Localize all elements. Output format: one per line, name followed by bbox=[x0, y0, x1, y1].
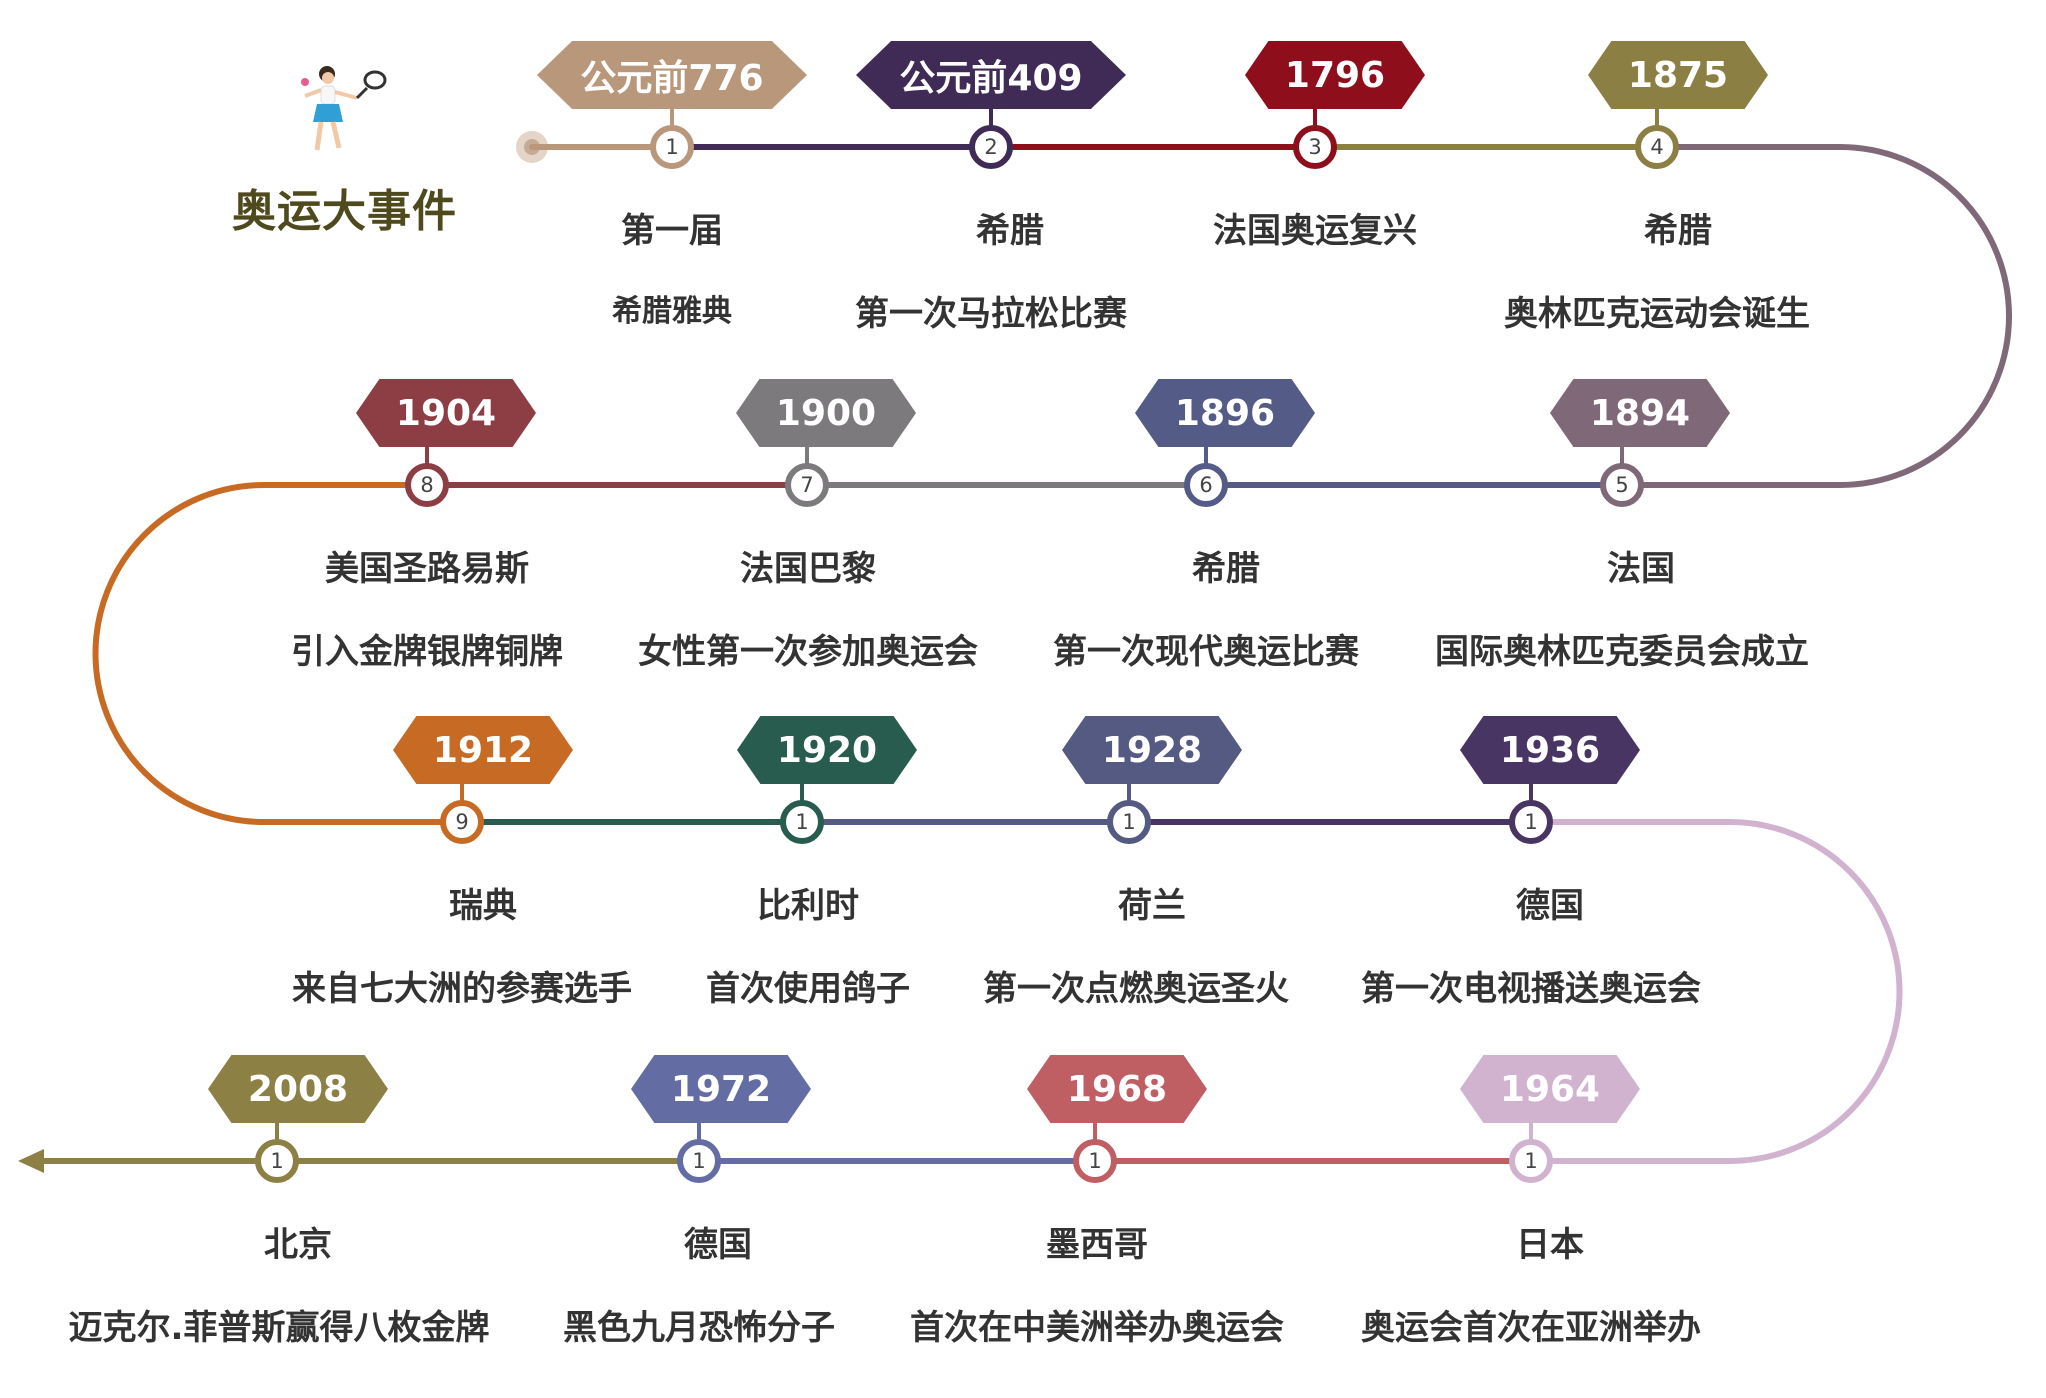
diagram-title: 奥运大事件 bbox=[232, 186, 457, 237]
timeline-node: 6 bbox=[1184, 463, 1228, 507]
timeline-node: 1 bbox=[255, 1139, 299, 1183]
event-location: 希腊 bbox=[1644, 211, 1712, 251]
event-location: 法国巴黎 bbox=[740, 549, 876, 589]
year-tag: 1904 bbox=[356, 379, 536, 447]
node-index: 2 bbox=[984, 135, 998, 159]
event-description: 第一次电视播送奥运会 bbox=[1361, 969, 1701, 1009]
event-location: 第一届 bbox=[621, 211, 723, 251]
year-tag: 1894 bbox=[1550, 379, 1730, 447]
year-tag: 1928 bbox=[1062, 716, 1242, 784]
event-location: 法国奥运复兴 bbox=[1213, 211, 1417, 251]
event-description: 引入金牌银牌铜牌 bbox=[291, 632, 563, 672]
node-index: 5 bbox=[1615, 473, 1629, 497]
event-description: 首次在中美洲举办奥运会 bbox=[910, 1308, 1284, 1348]
node-index: 3 bbox=[1308, 135, 1322, 159]
event-description: 第一次点燃奥运圣火 bbox=[983, 969, 1289, 1009]
event-description: 希腊雅典 bbox=[612, 294, 732, 329]
year-tag: 2008 bbox=[208, 1055, 388, 1123]
timeline-node: 1 bbox=[1509, 1139, 1553, 1183]
node-index: 1 bbox=[665, 135, 679, 159]
event-location: 希腊 bbox=[976, 211, 1044, 251]
node-index: 7 bbox=[800, 473, 814, 497]
event-location: 希腊 bbox=[1192, 549, 1260, 589]
event-description: 第一次马拉松比赛 bbox=[855, 294, 1127, 334]
event-location: 北京 bbox=[264, 1225, 332, 1265]
node-index: 4 bbox=[1650, 135, 1664, 159]
timeline-node: 1 bbox=[1073, 1139, 1117, 1183]
timeline-segment bbox=[1619, 144, 2012, 488]
year-tag: 1936 bbox=[1460, 716, 1640, 784]
event-description: 奥运会首次在亚洲举办 bbox=[1361, 1308, 1701, 1348]
node-index: 1 bbox=[1524, 1149, 1538, 1173]
event-description: 国际奥林匹克委员会成立 bbox=[1435, 632, 1809, 672]
node-index: 1 bbox=[270, 1149, 284, 1173]
event-description: 女性第一次参加奥运会 bbox=[638, 632, 978, 672]
node-index: 1 bbox=[692, 1149, 706, 1173]
event-description: 黑色九月恐怖分子 bbox=[563, 1308, 835, 1348]
year-tag: 1920 bbox=[737, 716, 917, 784]
node-index: 8 bbox=[420, 473, 434, 497]
event-description: 奥林匹克运动会诞生 bbox=[1504, 294, 1810, 334]
event-description: 迈克尔.菲普斯赢得八枚金牌 bbox=[68, 1308, 490, 1348]
event-description: 首次使用鸽子 bbox=[706, 969, 910, 1009]
event-location: 瑞典 bbox=[449, 886, 517, 926]
event-location: 美国圣路易斯 bbox=[325, 549, 529, 589]
year-tag: 公元前776 bbox=[537, 41, 807, 109]
event-location: 日本 bbox=[1516, 1225, 1584, 1265]
node-index: 1 bbox=[1122, 810, 1136, 834]
timeline-node: 1 bbox=[1509, 800, 1553, 844]
event-location: 比利时 bbox=[757, 886, 859, 926]
node-index: 1 bbox=[1088, 1149, 1102, 1173]
year-tag: 1896 bbox=[1135, 379, 1315, 447]
node-index: 9 bbox=[455, 810, 469, 834]
event-location: 荷兰 bbox=[1118, 886, 1186, 926]
arrowhead bbox=[18, 1149, 44, 1173]
year-tag: 公元前409 bbox=[856, 41, 1126, 109]
year-tag: 1912 bbox=[393, 716, 573, 784]
event-location: 德国 bbox=[1516, 886, 1584, 926]
year-tag: 1900 bbox=[736, 379, 916, 447]
event-location: 墨西哥 bbox=[1046, 1225, 1148, 1265]
timeline-segment bbox=[92, 482, 465, 825]
event-location: 德国 bbox=[684, 1225, 752, 1265]
timeline-node: 3 bbox=[1293, 125, 1337, 169]
year-tag: 1968 bbox=[1027, 1055, 1207, 1123]
timeline-node: 5 bbox=[1600, 463, 1644, 507]
year-tag: 1796 bbox=[1245, 41, 1425, 109]
tennis-player-icon bbox=[295, 62, 395, 166]
event-location: 法国 bbox=[1607, 549, 1675, 589]
node-index: 6 bbox=[1199, 473, 1213, 497]
timeline-node: 1 bbox=[650, 125, 694, 169]
node-index: 1 bbox=[1524, 810, 1538, 834]
timeline-node: 2 bbox=[969, 125, 1013, 169]
event-description: 来自七大洲的参赛选手 bbox=[292, 969, 632, 1009]
year-tag: 1875 bbox=[1588, 41, 1768, 109]
timeline-segment bbox=[1528, 819, 1903, 1164]
timeline-node: 8 bbox=[405, 463, 449, 507]
timeline-node: 4 bbox=[1635, 125, 1679, 169]
timeline-node: 1 bbox=[677, 1139, 721, 1183]
timeline-node: 1 bbox=[780, 800, 824, 844]
node-index: 1 bbox=[795, 810, 809, 834]
year-tag: 1972 bbox=[631, 1055, 811, 1123]
event-description: 第一次现代奥运比赛 bbox=[1053, 632, 1359, 672]
timeline-node: 1 bbox=[1107, 800, 1151, 844]
year-tag: 1964 bbox=[1460, 1055, 1640, 1123]
timeline-node: 9 bbox=[440, 800, 484, 844]
timeline-node: 7 bbox=[785, 463, 829, 507]
